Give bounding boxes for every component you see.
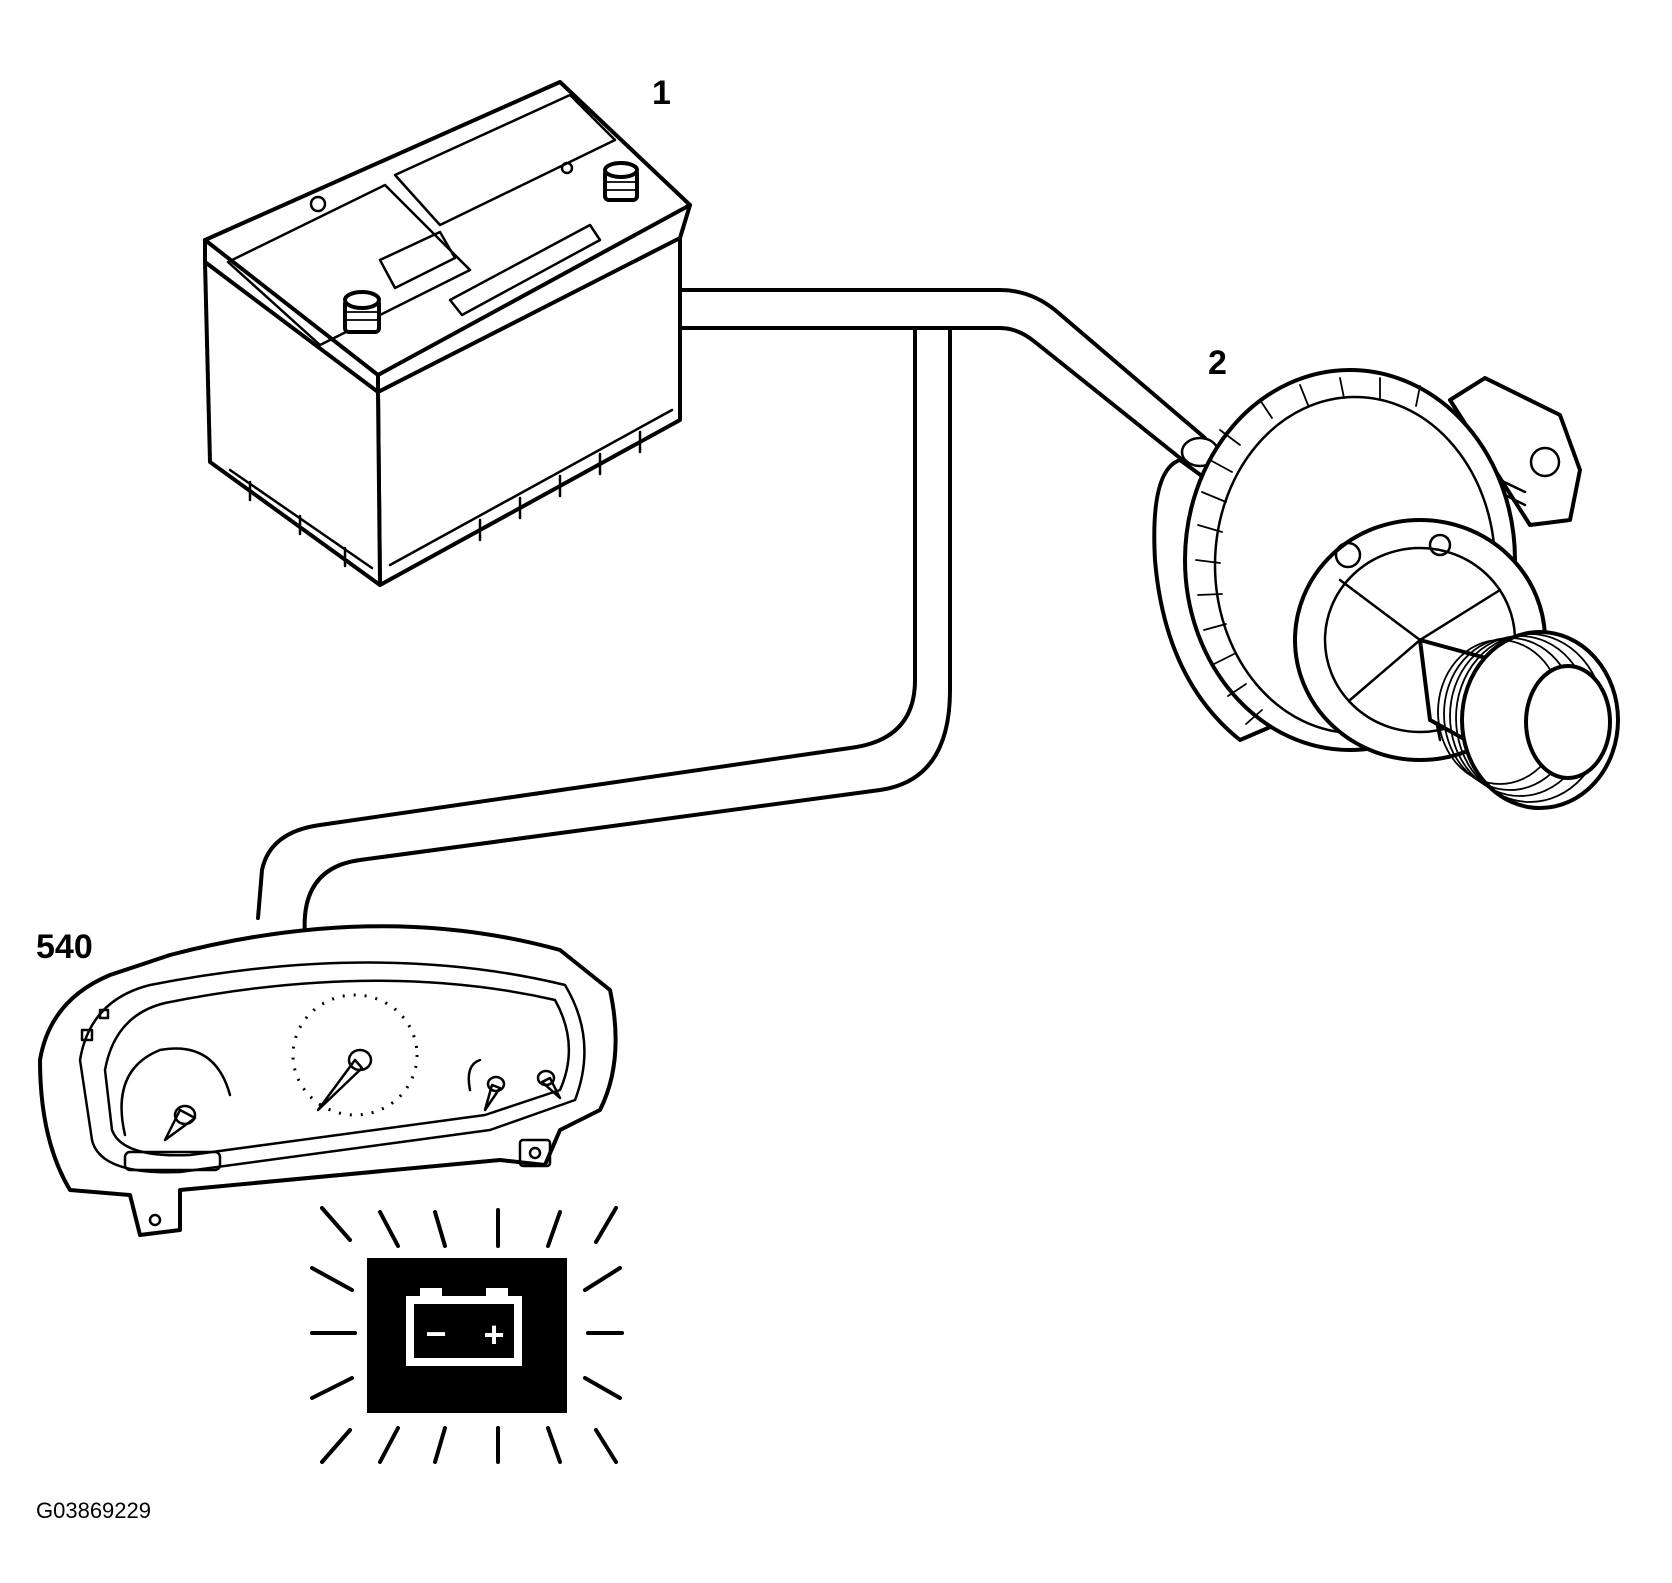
callout-alternator: 2 (1208, 344, 1227, 382)
warning-lamp-rays (310, 1206, 624, 1464)
battery-icon (203, 80, 692, 587)
figure-id: G03869229 (36, 1498, 151, 1523)
instrument-cluster-icon (38, 924, 618, 1237)
callout-instrument-cluster: 540 (36, 928, 93, 966)
battery-minus-symbol: − (425, 1313, 446, 1354)
alternator-fins (1195, 377, 1421, 725)
warning-lamp-square (367, 1258, 567, 1413)
battery-positive-terminal (603, 161, 639, 202)
callout-battery: 1 (652, 74, 671, 112)
alternator-icon (1152, 368, 1620, 810)
battery-warning-lamp-icon: − + (310, 1206, 624, 1464)
battery-negative-terminal (343, 290, 381, 334)
wiring-harness (256, 288, 1220, 937)
battery-plus-symbol: + (483, 1314, 504, 1355)
